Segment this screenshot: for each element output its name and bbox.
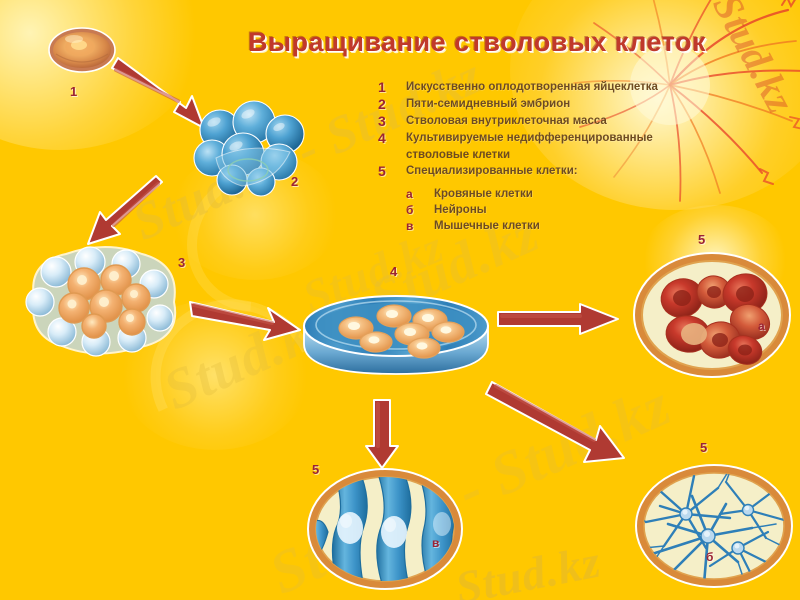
legend-label: Стволовая внутриклеточная масса bbox=[406, 115, 607, 127]
figure-culture-dish bbox=[298, 282, 494, 392]
arrow-icon bbox=[87, 175, 163, 245]
legend-subitem-b: б Нейроны bbox=[406, 203, 718, 218]
legend-sub-label: Кровяные клетки bbox=[434, 188, 533, 200]
legend-label: Искусственно оплодотворенная яйцеклетка bbox=[406, 81, 658, 93]
figure-blastocyst bbox=[14, 236, 192, 362]
legend-subitem-a: а Кровяные клетки bbox=[406, 187, 718, 202]
legend-item-5: 5 Специализированные клетки: bbox=[378, 164, 718, 179]
figure-label-4: 4 bbox=[390, 264, 398, 279]
figure-sublabel-a: а bbox=[758, 319, 765, 333]
embryo-cell-cluster-icon bbox=[193, 100, 305, 197]
figure-muscle-cells bbox=[306, 466, 464, 592]
arrow-icon bbox=[485, 381, 625, 463]
figure-blood-cells bbox=[632, 250, 792, 380]
figure-label-3: 3 bbox=[178, 255, 186, 270]
legend-number: 3 bbox=[378, 113, 386, 129]
arrow-icon bbox=[189, 301, 301, 341]
watermark-text: Stud.kz bbox=[451, 535, 605, 600]
arrow-egg-to-embryo bbox=[108, 57, 212, 136]
arrow-dish-to-neurons bbox=[485, 378, 630, 474]
figure-label-5b: 5 bbox=[700, 440, 708, 455]
arrow-dish-to-muscle bbox=[363, 398, 401, 470]
legend-sub-letter: в bbox=[406, 219, 414, 233]
blastocyst-icon bbox=[25, 246, 177, 357]
legend-label: Культивируемые недифференцированные bbox=[406, 132, 653, 144]
arrow-embryo-to-blastocyst bbox=[86, 175, 176, 258]
legend-sub-label: Мышечные клетки bbox=[434, 220, 540, 232]
legend-subitem-v: в Мышечные клетки bbox=[406, 219, 718, 234]
figure-label-5a: 5 bbox=[698, 232, 706, 247]
figure-sublabel-b: б bbox=[706, 550, 714, 564]
legend-item-3: 3 Стволовая внутриклеточная масса bbox=[378, 114, 718, 129]
egg-cell-icon bbox=[48, 27, 116, 73]
legend-sub-letter: б bbox=[406, 203, 414, 217]
neurons-icon bbox=[635, 464, 793, 588]
legend-label: Специализированные клетки: bbox=[406, 165, 578, 177]
legend-sub-letter: а bbox=[406, 187, 413, 201]
arrow-icon bbox=[497, 303, 619, 335]
page-title: Выращивание стволовых клеток bbox=[248, 27, 707, 57]
figure-neurons bbox=[634, 462, 794, 592]
figure-label-2: 2 bbox=[291, 174, 299, 189]
legend-item-1: 1 Искусственно оплодотворенная яйцеклетк… bbox=[378, 80, 718, 95]
arrow-blastocyst-to-dish bbox=[188, 296, 306, 344]
figure-label-1: 1 bbox=[70, 84, 78, 99]
blood-cells-icon bbox=[633, 252, 791, 378]
legend-item-4: 4 Культивируемые недифференцированные bbox=[378, 131, 718, 146]
legend-sub-label: Нейроны bbox=[434, 204, 487, 216]
legend-list: 1 Искусственно оплодотворенная яйцеклетк… bbox=[378, 80, 718, 235]
legend-item-2: 2 Пяти-семидневный эмбрион bbox=[378, 97, 718, 112]
legend-number: 2 bbox=[378, 96, 386, 112]
legend-label: Пяти-семидневный эмбрион bbox=[406, 98, 571, 110]
legend-number: 4 bbox=[378, 130, 386, 146]
legend-number: 5 bbox=[378, 163, 386, 179]
figure-fertilized-egg bbox=[46, 24, 118, 76]
arrow-dish-to-blood bbox=[496, 302, 622, 338]
figure-label-5v: 5 bbox=[312, 462, 320, 477]
arrow-icon bbox=[365, 399, 399, 469]
figure-embryo bbox=[186, 96, 316, 197]
legend-label-continued: стволовые клетки bbox=[406, 149, 511, 161]
arrow-icon bbox=[111, 57, 205, 129]
figure-sublabel-v: в bbox=[432, 536, 440, 550]
muscle-cells-icon bbox=[307, 468, 463, 590]
petri-dish-icon bbox=[303, 295, 489, 375]
legend-number: 1 bbox=[378, 79, 386, 95]
